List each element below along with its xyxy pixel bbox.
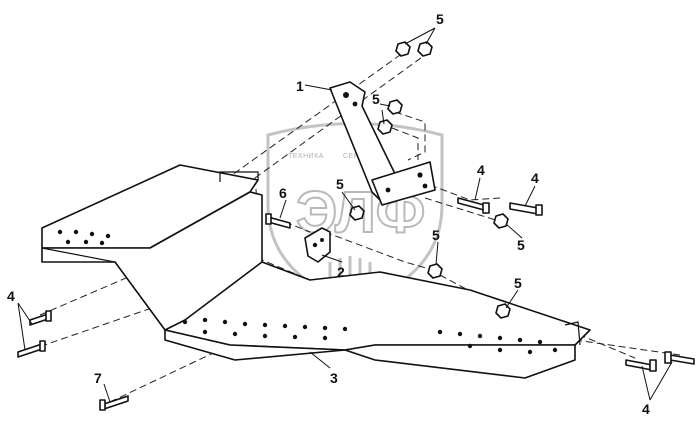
part-3-platform [41, 164, 591, 379]
callout-4-upper-right-b: 4 [531, 170, 539, 186]
bolt-4-right-lower [509, 202, 543, 216]
callout-labels: 1 2 3 4 4 4 4 5 5 5 5 5 5 6 7 [7, 11, 650, 417]
watermark-text: ТЕХНИКА [288, 153, 324, 160]
callout-7: 7 [94, 370, 102, 386]
bolt-4-left-lower [17, 340, 46, 358]
callout-5-center: 5 [336, 176, 344, 192]
platform-holes [57, 229, 558, 355]
nuts [349, 41, 511, 319]
part-1-bracket [329, 81, 436, 206]
callout-5-right: 5 [517, 237, 525, 253]
bolt-4-bottom-right-a [625, 359, 657, 372]
part-2-small-bracket [304, 227, 331, 263]
bolt-4-bottom-right-b [664, 351, 695, 365]
callout-4-bottom-right: 4 [642, 401, 650, 417]
callout-5-bracket: 5 [372, 91, 380, 107]
callout-1: 1 [296, 78, 304, 94]
callout-5-top: 5 [436, 11, 444, 27]
bolt-4-right-upper [457, 197, 490, 214]
callout-4-left: 4 [7, 288, 15, 304]
callout-6: 6 [279, 185, 287, 201]
callout-3: 3 [330, 370, 338, 386]
leader-lines [17, 27, 673, 403]
callout-4-upper-right-a: 4 [477, 162, 485, 178]
bolt-6 [265, 213, 291, 229]
callout-2: 2 [337, 264, 345, 280]
bolt-7 [99, 395, 129, 411]
bolts [17, 197, 695, 411]
callout-5-lower-right: 5 [514, 275, 522, 291]
bolt-4-left-upper [29, 310, 52, 326]
callout-5-middle: 5 [432, 227, 440, 243]
